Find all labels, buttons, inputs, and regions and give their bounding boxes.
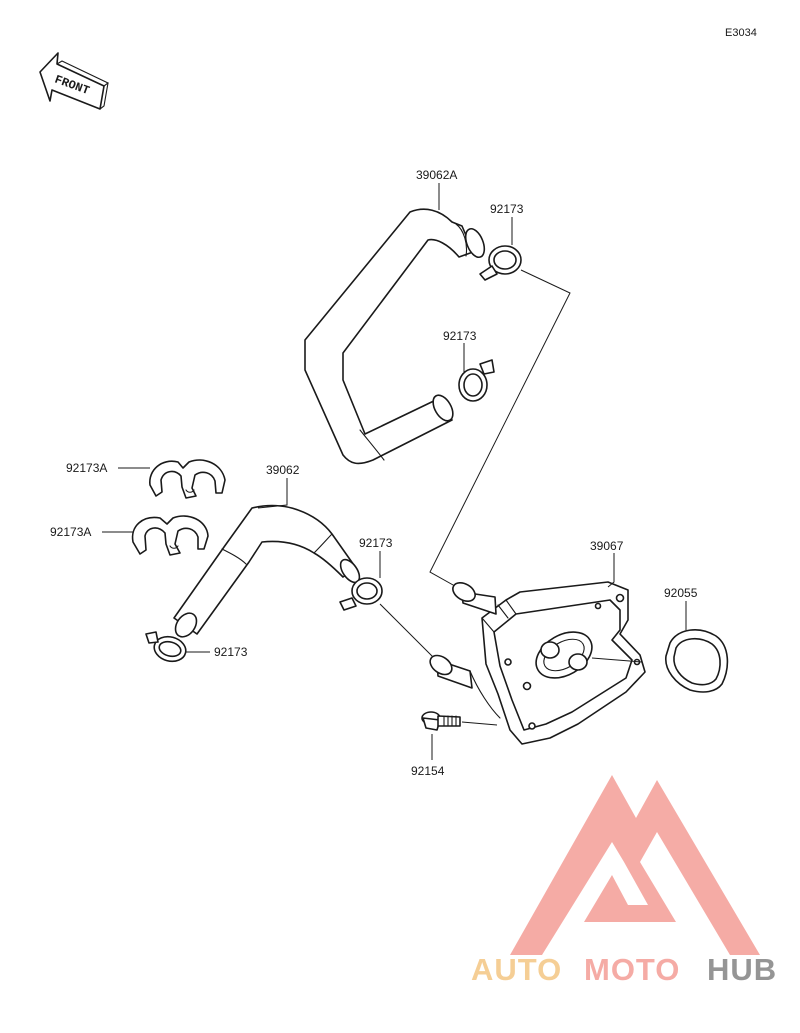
label-39062a: 39062A: [416, 168, 457, 182]
label-92173-lower-1: 92173: [214, 645, 248, 659]
label-92154: 92154: [411, 764, 445, 778]
label-92173a-2: 92173A: [50, 525, 91, 539]
upper-clamp-2: [458, 359, 495, 402]
lower-clamp-2: [339, 577, 383, 611]
label-92055: 92055: [664, 586, 698, 600]
automotohub-logo: AUTO MOTO HUB: [471, 775, 777, 987]
oil-cooler: [429, 581, 646, 745]
upper-hose: [304, 208, 486, 465]
hose-clip-a-1: [149, 459, 226, 499]
label-92173a-1: 92173A: [66, 461, 107, 475]
front-arrow-icon: FRONT: [39, 52, 110, 110]
diagram-code: E3034: [725, 27, 757, 39]
upper-clamp-1: [479, 245, 522, 281]
label-39067: 39067: [590, 539, 624, 553]
logo-text-auto: AUTO: [471, 952, 562, 987]
logo-text-hub: HUB: [707, 952, 777, 987]
logo-text-moto: MOTO: [584, 952, 680, 987]
label-92173-upper-2: 92173: [443, 329, 477, 343]
lower-hose: [173, 504, 361, 638]
label-92173-upper-1: 92173: [490, 202, 524, 216]
o-ring: [665, 629, 729, 693]
lower-clamp-1: [145, 631, 187, 663]
hose-clip-a-2: [131, 515, 209, 556]
flange-bolt: [421, 711, 461, 731]
label-92173-lower-2: 92173: [359, 536, 393, 550]
label-39062: 39062: [266, 463, 300, 477]
